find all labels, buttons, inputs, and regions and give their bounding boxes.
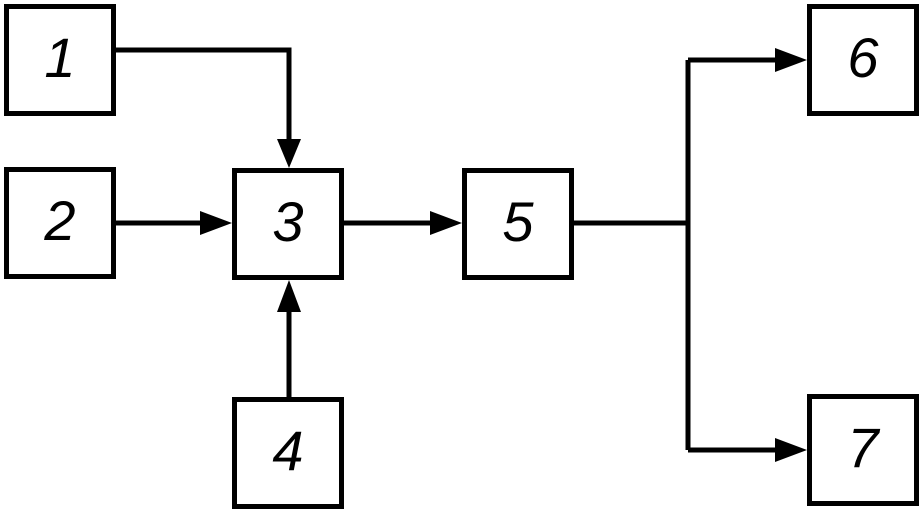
block-7: 7 [807, 394, 919, 506]
block-2: 2 [4, 167, 116, 279]
block-3-label: 3 [272, 190, 304, 253]
arrowhead-into-3-left [200, 211, 232, 235]
block-7-label: 7 [847, 416, 879, 479]
block-4: 4 [232, 397, 344, 509]
block-1: 1 [4, 4, 116, 116]
block-5: 5 [462, 168, 574, 280]
block-6: 6 [807, 4, 919, 116]
arrowhead-into-5 [430, 211, 462, 235]
block-3: 3 [232, 168, 344, 280]
arrowhead-into-3-top [277, 139, 301, 168]
connector-1-to-3 [116, 47, 292, 141]
arrowhead-into-6 [775, 48, 807, 72]
arrowhead-into-3-bottom [277, 280, 301, 312]
block-6-label: 6 [847, 26, 879, 89]
arrowhead-into-7 [775, 438, 807, 462]
block-2-label: 2 [44, 189, 76, 252]
block-5-label: 5 [502, 190, 534, 253]
block-4-label: 4 [272, 419, 304, 482]
block-1-label: 1 [44, 26, 76, 89]
